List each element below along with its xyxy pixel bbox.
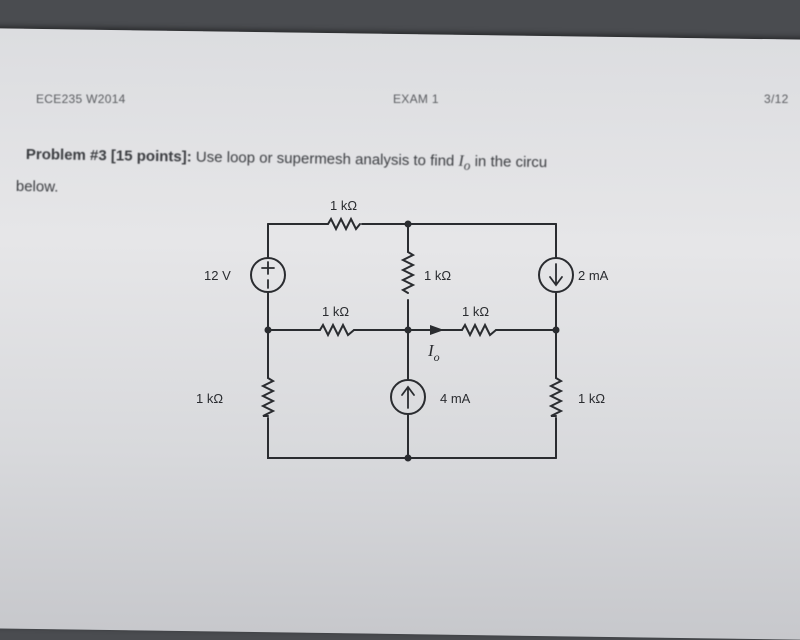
label-i-source-top: 2 mA xyxy=(578,268,609,283)
node-left-mid xyxy=(264,326,272,334)
arrow-up-icon xyxy=(401,385,415,409)
label-io-sub: o xyxy=(434,350,440,364)
circuit-nodes xyxy=(264,220,560,462)
wire-bottom xyxy=(267,417,557,459)
io-arrow-icon xyxy=(430,325,444,335)
label-io-main: I xyxy=(427,341,435,360)
node-center xyxy=(404,326,412,334)
node-right-mid xyxy=(552,326,560,334)
label-r-horiz-left: 1 kΩ xyxy=(322,304,349,319)
label-r-bottom-right: 1 kΩ xyxy=(578,391,605,406)
circuit-wires xyxy=(250,216,574,459)
course-code: ECE235 W2014 xyxy=(36,92,126,106)
resistor-horiz-right xyxy=(461,322,497,338)
resistor-mid-vertical xyxy=(400,251,416,294)
label-r-horiz-right: 1 kΩ xyxy=(462,304,489,319)
label-i-source-bottom: 4 mA xyxy=(440,391,471,406)
current-source-4ma xyxy=(390,379,426,415)
resistor-horiz-left xyxy=(319,322,355,338)
resistor-top xyxy=(327,216,361,232)
voltage-source-12v xyxy=(250,257,286,293)
node-top-mid xyxy=(404,220,412,228)
label-io: Io xyxy=(427,341,440,364)
label-v-source: 12 V xyxy=(204,268,231,283)
exam-title: EXAM 1 xyxy=(393,92,439,106)
current-source-2ma xyxy=(538,257,574,293)
circuit-diagram: 1 kΩ 1 kΩ 1 kΩ 1 kΩ 12 V 2 mA 1 kΩ 4 mA … xyxy=(196,198,609,462)
arrow-down-icon xyxy=(549,263,563,287)
label-r-top: 1 kΩ xyxy=(330,198,357,213)
resistor-bottom-left xyxy=(260,377,276,417)
label-r-mid-vertical: 1 kΩ xyxy=(424,268,451,283)
exam-date: 3/12 xyxy=(764,92,789,106)
label-r-bottom-left: 1 kΩ xyxy=(196,391,223,406)
node-bottom-mid xyxy=(404,454,412,462)
plus-sign-icon xyxy=(261,261,275,275)
resistor-bottom-right xyxy=(548,377,564,417)
